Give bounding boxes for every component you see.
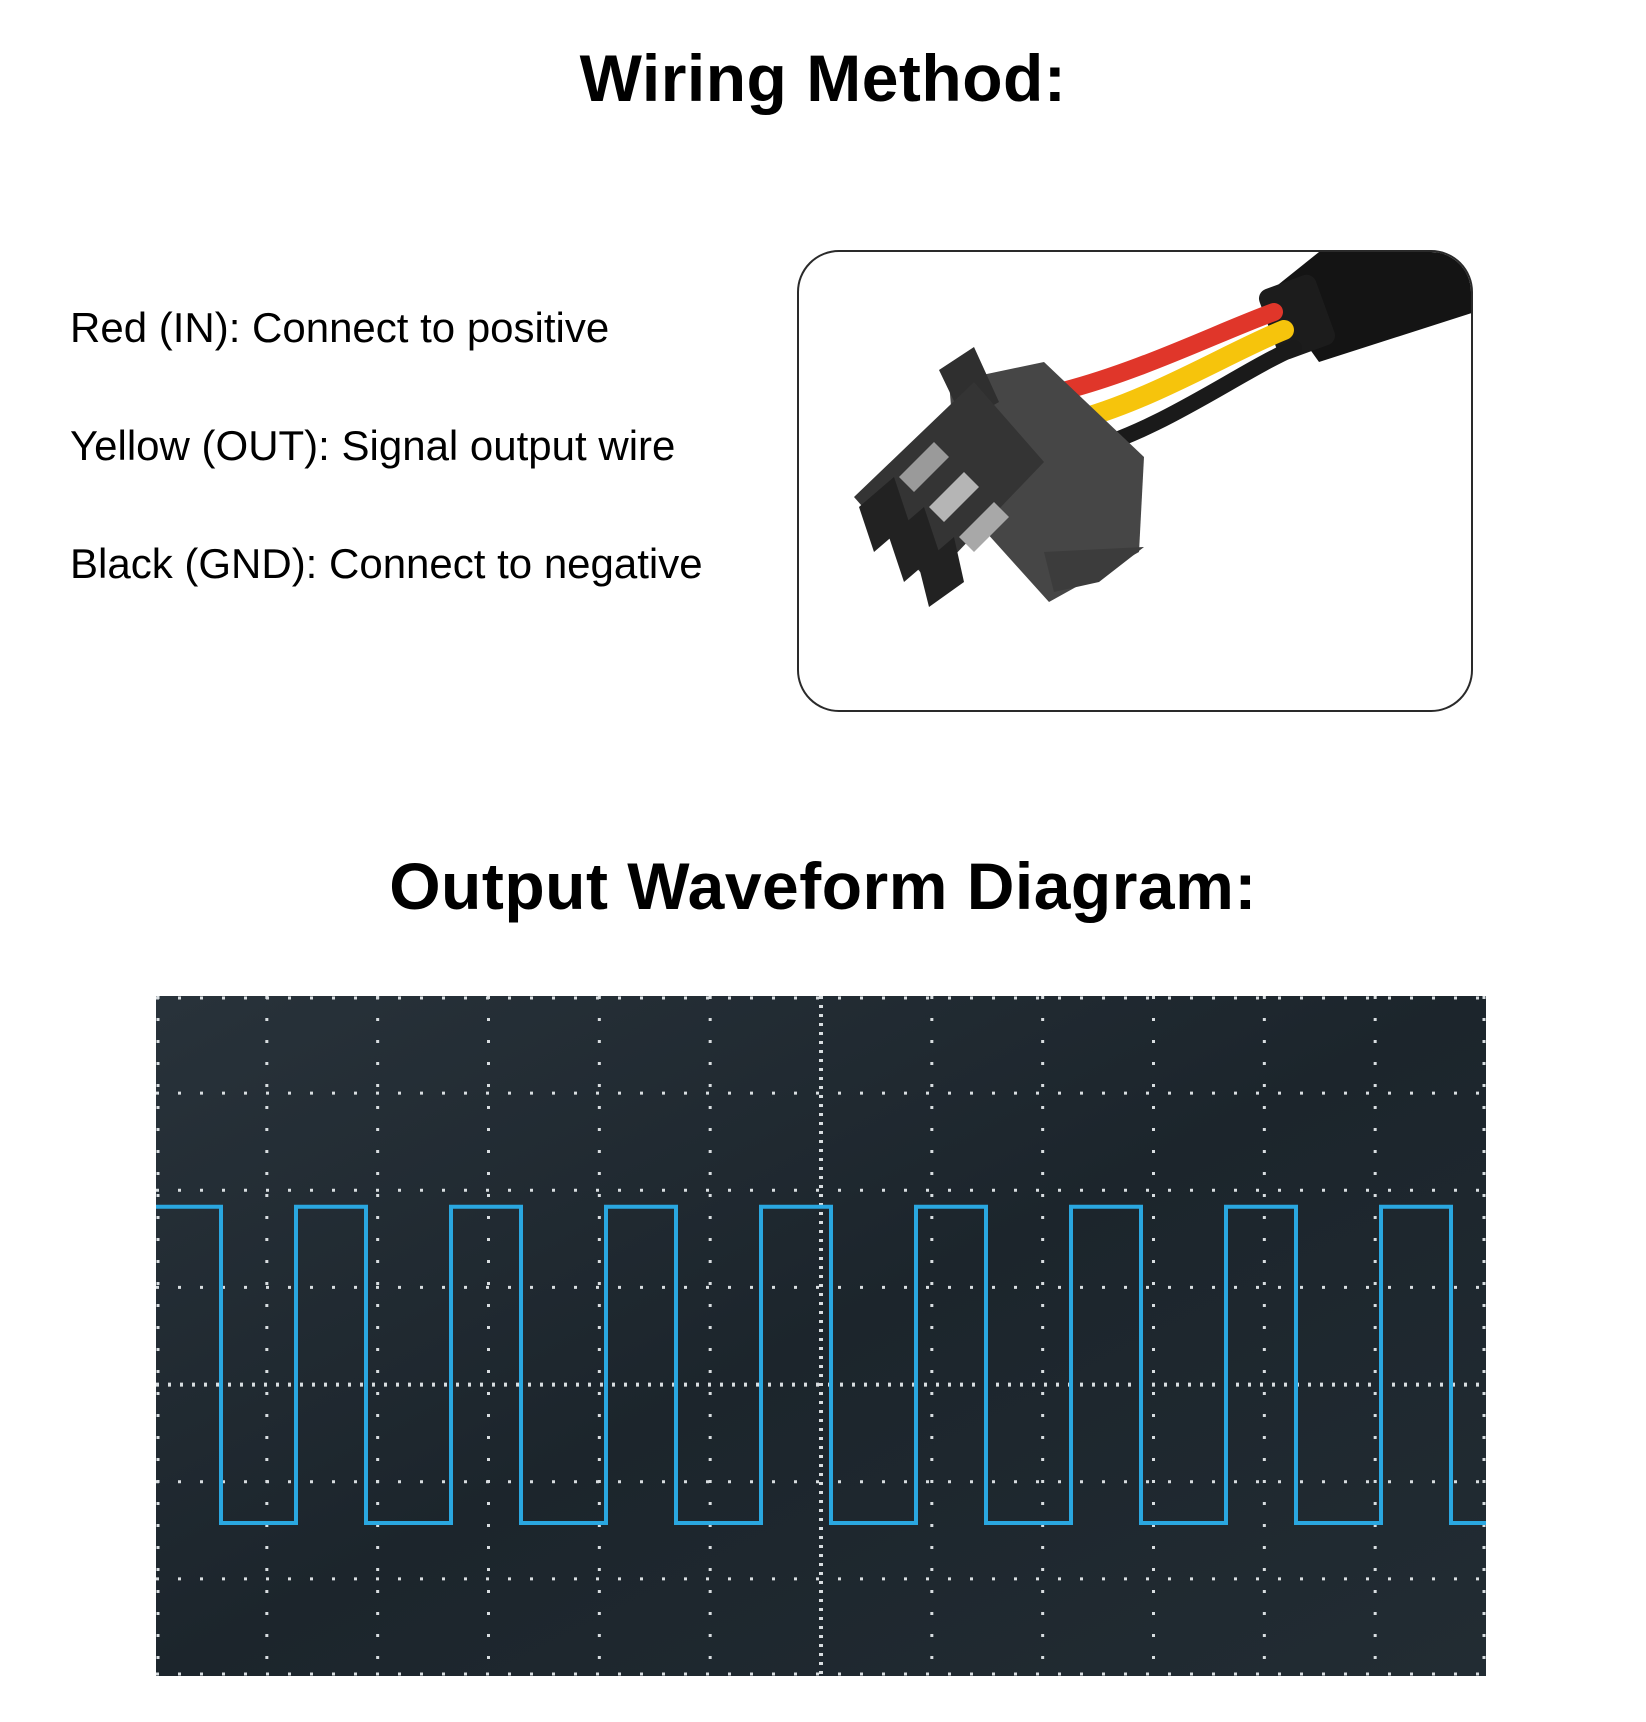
oscilloscope-waveform <box>156 996 1486 1676</box>
wire-red-description: Red (IN): Connect to positive <box>70 304 610 351</box>
wiring-method-title: Wiring Method: <box>579 41 1067 115</box>
output-waveform-title: Output Waveform Diagram: <box>389 849 1257 923</box>
wire-yellow-description: Yellow (OUT): Signal output wire <box>70 422 676 469</box>
connector-side-tab <box>1044 547 1144 592</box>
scope-background <box>156 996 1486 1676</box>
wire-yellow <box>1059 320 1294 432</box>
connector-pins <box>899 442 1009 552</box>
connector-illustration <box>854 252 1471 607</box>
scope-grid <box>156 996 1486 1676</box>
connector-sockets <box>859 477 964 607</box>
wire-black-description: Black (GND): Connect to negative <box>70 540 703 587</box>
square-wave-trace <box>156 1204 1486 1525</box>
connector-photo <box>797 250 1473 712</box>
wire-red <box>1050 303 1283 401</box>
oscilloscope-screen <box>156 996 1486 1676</box>
